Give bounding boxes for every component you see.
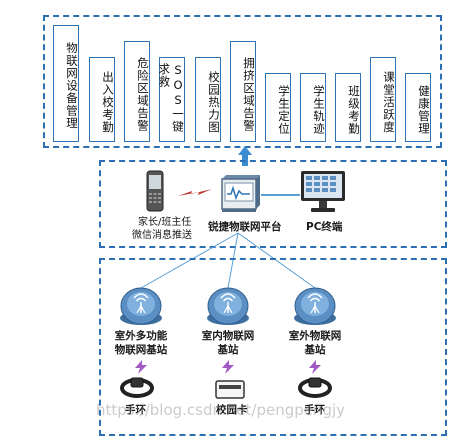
lightning-icon (222, 360, 234, 374)
station-line2: 物联网基站 (114, 343, 168, 356)
watermark: https://blog.csdn.net/pengpengjy (96, 401, 346, 419)
station-label-indoor: 室内物联网 基站 (197, 330, 259, 357)
base-station-icon (207, 287, 249, 325)
wristband-icon (298, 377, 332, 398)
module-student-location: 学生定位 (265, 73, 291, 142)
module-classroom-activity: 课堂活跃度 (370, 57, 396, 142)
pc-terminal-label: PC终端 (306, 221, 343, 233)
station-label-outdoor: 室外物联网 基站 (284, 330, 346, 357)
module-entry-exit-attendance: 出入校考勤 (89, 57, 115, 142)
station-line1: 室外物联网 (288, 330, 342, 342)
station-line1: 室内物联网 (201, 330, 255, 342)
device-label-wristband: 手环 (125, 404, 146, 416)
module-student-trajectory: 学生轨迹 (300, 73, 326, 142)
pc-monitor-icon (301, 171, 345, 212)
module-danger-zone-alert: 危险区域告警 (124, 41, 150, 142)
module-iot-device-management: 物联网设备管理 (53, 25, 79, 142)
base-station-icon (294, 287, 336, 325)
application-layer-box (43, 15, 442, 148)
module-health-management: 健康管理 (405, 73, 431, 142)
wechat-push-label: 微信消息推送 (132, 230, 192, 241)
device-label-wristband: 手环 (304, 404, 325, 416)
base-station-icon (120, 287, 162, 325)
platform-server-icon (221, 175, 260, 212)
parent-teacher-label: 家长/班主任 (138, 217, 192, 228)
device-label-campus-card: 校园卡 (216, 404, 248, 416)
station-line2: 基站 (304, 343, 326, 356)
phone-icon (146, 170, 164, 212)
module-class-attendance: 班级考勤 (335, 73, 361, 142)
device-layer-box (99, 258, 447, 436)
lightning-icon (135, 360, 147, 374)
module-campus-heatmap: 校园热力图 (195, 57, 221, 142)
module-crowded-zone-alert: 拥挤区域告警 (230, 41, 256, 142)
station-line2: 基站 (217, 343, 239, 356)
lightning-icon (309, 360, 321, 374)
campus-card-icon (215, 380, 245, 399)
lightning-icon (178, 189, 212, 196)
platform-label: 锐捷物联网平台 (208, 221, 282, 233)
station-line1: 室外多功能 (114, 330, 168, 342)
platform-layer-box (99, 160, 447, 248)
wristband-icon (120, 377, 154, 398)
station-label-outdoor-multi: 室外多功能 物联网基站 (110, 330, 172, 357)
module-sos: SOS一键求救 (157, 57, 185, 142)
